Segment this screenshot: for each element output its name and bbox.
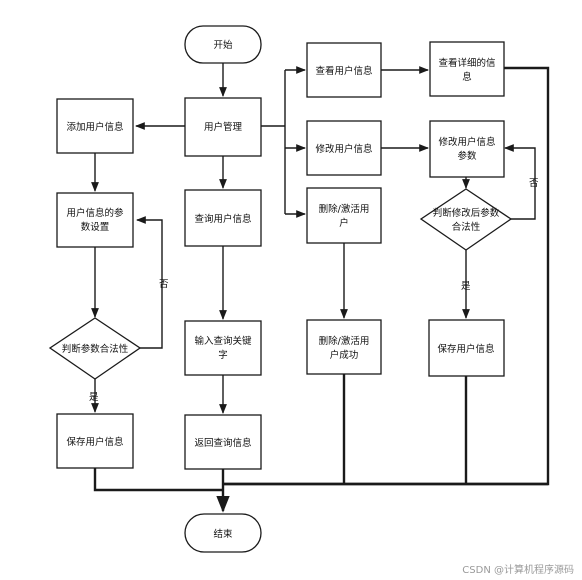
node-judge-right-label-2: 合法性 <box>452 221 481 233</box>
node-modify-params-label-1: 修改用户信息 <box>438 136 495 148</box>
node-delete-user[interactable]: 删除/激活用 户 <box>306 187 382 244</box>
node-save-right[interactable]: 保存用户信息 <box>428 319 505 377</box>
node-input-keyword-label-1: 输入查询关键 <box>194 335 252 347</box>
edge-label-left-no: 否 <box>159 279 169 290</box>
edge-label-right-yes: 是 <box>461 281 471 292</box>
node-delete-success-label-2: 户成功 <box>330 349 359 361</box>
node-modify-params-label-2: 参数 <box>457 150 477 162</box>
node-add-user-label: 添加用户信息 <box>66 121 123 133</box>
node-user-management-label: 用户管理 <box>204 121 243 133</box>
node-input-keyword-label-2: 字 <box>218 349 228 361</box>
node-delete-success[interactable]: 删除/激活用 户成功 <box>306 319 382 375</box>
node-view-detail-label-1: 查看详细的信 <box>438 57 495 69</box>
node-return-query[interactable]: 返回查询信息 <box>184 414 262 470</box>
node-view-user[interactable]: 查看用户信息 <box>306 42 382 98</box>
node-modify-params[interactable]: 修改用户信息 参数 <box>429 120 505 178</box>
edge-save-left-to-merge <box>93 468 223 492</box>
node-judge-right-label-1: 判断修改后参数 <box>433 207 500 219</box>
node-judge-left[interactable]: 判断参数合法性 <box>48 317 142 380</box>
node-return-query-label: 返回查询信息 <box>194 437 251 449</box>
node-param-setup[interactable]: 用户信息的参 数设置 <box>56 192 134 248</box>
edge-label-right-no: 否 <box>529 178 539 189</box>
node-start-label: 开始 <box>213 39 233 51</box>
edge-judge-right-no-loop <box>504 144 536 220</box>
node-view-detail-label-2: 息 <box>462 71 472 83</box>
node-modify-user[interactable]: 修改用户信息 <box>306 120 382 176</box>
node-query-user-label: 查询用户信息 <box>194 213 251 225</box>
node-end-label: 结束 <box>213 528 233 540</box>
node-modify-user-label: 修改用户信息 <box>315 143 372 155</box>
node-view-user-label: 查看用户信息 <box>315 65 372 77</box>
node-add-user[interactable]: 添加用户信息 <box>56 98 134 154</box>
node-view-detail[interactable]: 查看详细的信 息 <box>429 41 505 97</box>
node-save-left-label: 保存用户信息 <box>66 436 123 448</box>
node-judge-right[interactable]: 判断修改后参数 合法性 <box>419 188 513 251</box>
node-input-keyword[interactable]: 输入查询关键 字 <box>184 320 262 376</box>
node-query-user[interactable]: 查询用户信息 <box>184 189 262 247</box>
edges <box>91 63 550 513</box>
watermark-text: CSDN @计算机程序源码 <box>462 565 574 576</box>
node-user-management[interactable]: 用户管理 <box>184 97 262 157</box>
node-end[interactable]: 结束 <box>184 513 262 553</box>
node-save-left[interactable]: 保存用户信息 <box>56 413 134 469</box>
node-delete-success-label-1: 删除/激活用 <box>319 335 370 347</box>
node-delete-user-label-1: 删除/激活用 <box>319 203 370 215</box>
node-delete-user-label-2: 户 <box>339 217 349 229</box>
node-save-right-label: 保存用户信息 <box>437 343 494 355</box>
node-judge-left-label: 判断参数合法性 <box>62 343 129 355</box>
node-param-setup-label-1: 用户信息的参 <box>66 207 124 219</box>
edge-judge-left-no-loop <box>136 216 163 349</box>
edge-label-left-yes: 是 <box>89 392 99 403</box>
node-start[interactable]: 开始 <box>184 25 262 64</box>
node-param-setup-label-2: 数设置 <box>81 221 110 233</box>
